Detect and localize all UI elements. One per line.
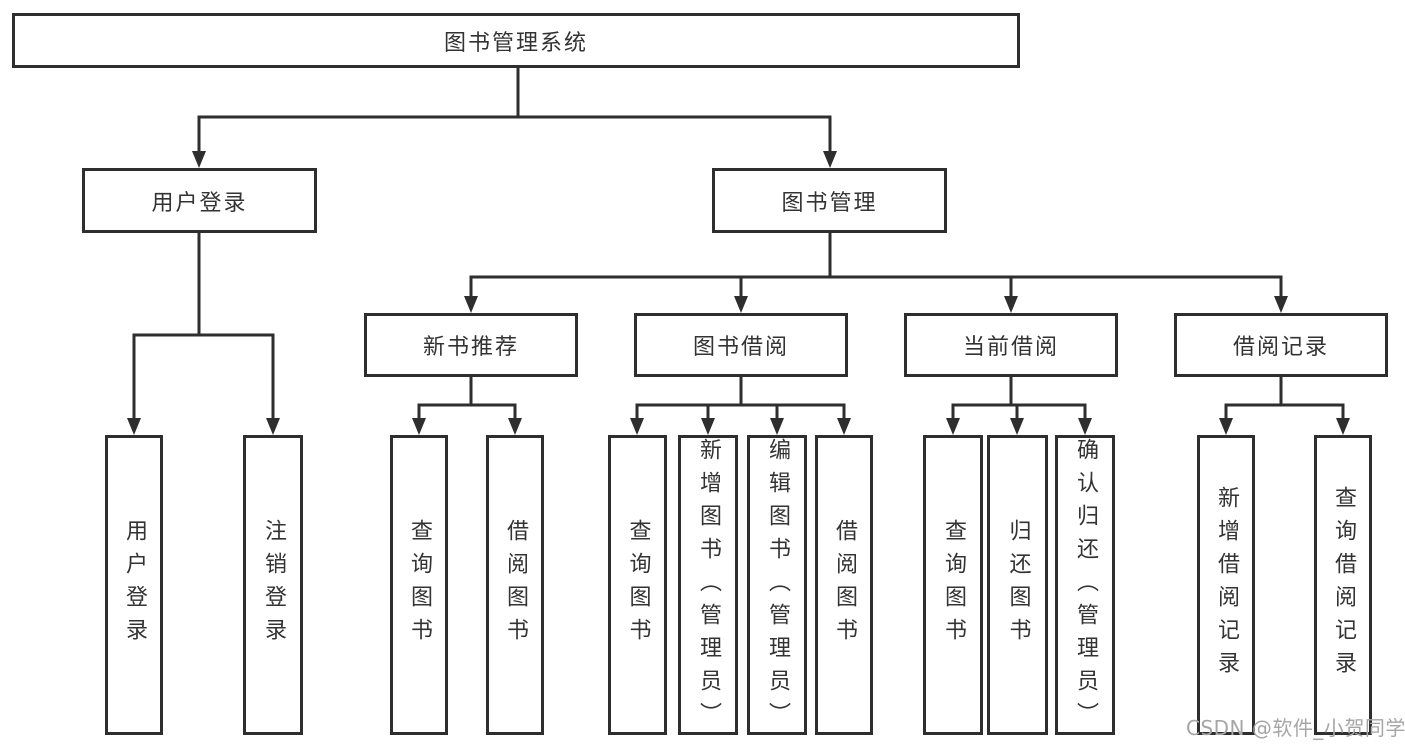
node-label: 图书管理系统: [443, 30, 588, 56]
node-borrowing-records: 借阅记录: [1174, 313, 1388, 377]
node-book-borrowing: 图书借阅: [634, 313, 848, 377]
node-label: 注销登录: [261, 519, 286, 651]
connector-root-to-level2: [192, 66, 837, 168]
leaf-query-books-borrowing: 查询图书: [608, 435, 667, 735]
leaf-query-borrowing-record: 查询借阅记录: [1314, 435, 1372, 735]
connector-book-management-branch: [464, 231, 1288, 313]
node-label: 确认归还（管理员）: [1073, 438, 1098, 735]
node-label: 查询图书: [407, 519, 432, 651]
leaf-add-borrowing-record: 新增借阅记录: [1197, 435, 1255, 735]
connector-new-book-recommendation-branch: [412, 375, 522, 435]
node-label: 新增图书（管理员）: [696, 438, 721, 735]
node-label: 新书推荐: [422, 335, 519, 360]
node-label: 查询图书: [941, 519, 966, 651]
node-new-book-recommendation: 新书推荐: [364, 313, 578, 377]
node-label: 借阅图书: [503, 519, 528, 651]
leaf-confirm-return-admin: 确认归还（管理员）: [1055, 435, 1115, 735]
node-current-borrowing: 当前借阅: [904, 313, 1118, 377]
node-label: 归还图书: [1005, 519, 1031, 651]
leaf-borrow-books-recommend: 借阅图书: [486, 435, 544, 735]
watermark: CSDN @软件_小贺同学: [1186, 716, 1405, 740]
connector-current-borrowing-branch: [946, 375, 1092, 435]
node-label: 图书管理: [781, 190, 878, 216]
node-label: 新增借阅记录: [1214, 486, 1239, 684]
leaf-user-login: 用户登录: [105, 435, 163, 735]
connector-user-login-branch: [127, 231, 280, 435]
node-label: 借阅记录: [1232, 335, 1329, 360]
node-user-login: 用户登录: [82, 168, 317, 233]
connector-book-borrowing-branch: [630, 375, 851, 435]
node-label: 图书借阅: [692, 335, 789, 360]
node-label: 用户登录: [122, 519, 147, 651]
node-label: 查询图书: [625, 519, 651, 651]
leaf-query-books-recommend: 查询图书: [390, 435, 448, 735]
node-label: 编辑图书（管理员）: [765, 438, 790, 735]
node-label: 当前借阅: [962, 335, 1059, 360]
node-book-management: 图书管理: [712, 168, 947, 233]
connector-borrowing-records-branch: [1219, 375, 1350, 435]
leaf-borrow-books-borrowing: 借阅图书: [815, 435, 873, 735]
leaf-add-book-admin: 新增图书（管理员）: [678, 435, 738, 735]
node-label: 查询借阅记录: [1331, 486, 1356, 684]
leaf-return-book: 归还图书: [987, 435, 1048, 735]
leaf-query-books-current: 查询图书: [923, 435, 983, 735]
node-library-management-system: 图书管理系统: [12, 13, 1020, 68]
node-label: 用户登录: [151, 190, 248, 216]
leaf-edit-book-admin: 编辑图书（管理员）: [747, 435, 807, 735]
leaf-logout: 注销登录: [243, 435, 303, 735]
node-label: 借阅图书: [832, 519, 857, 651]
